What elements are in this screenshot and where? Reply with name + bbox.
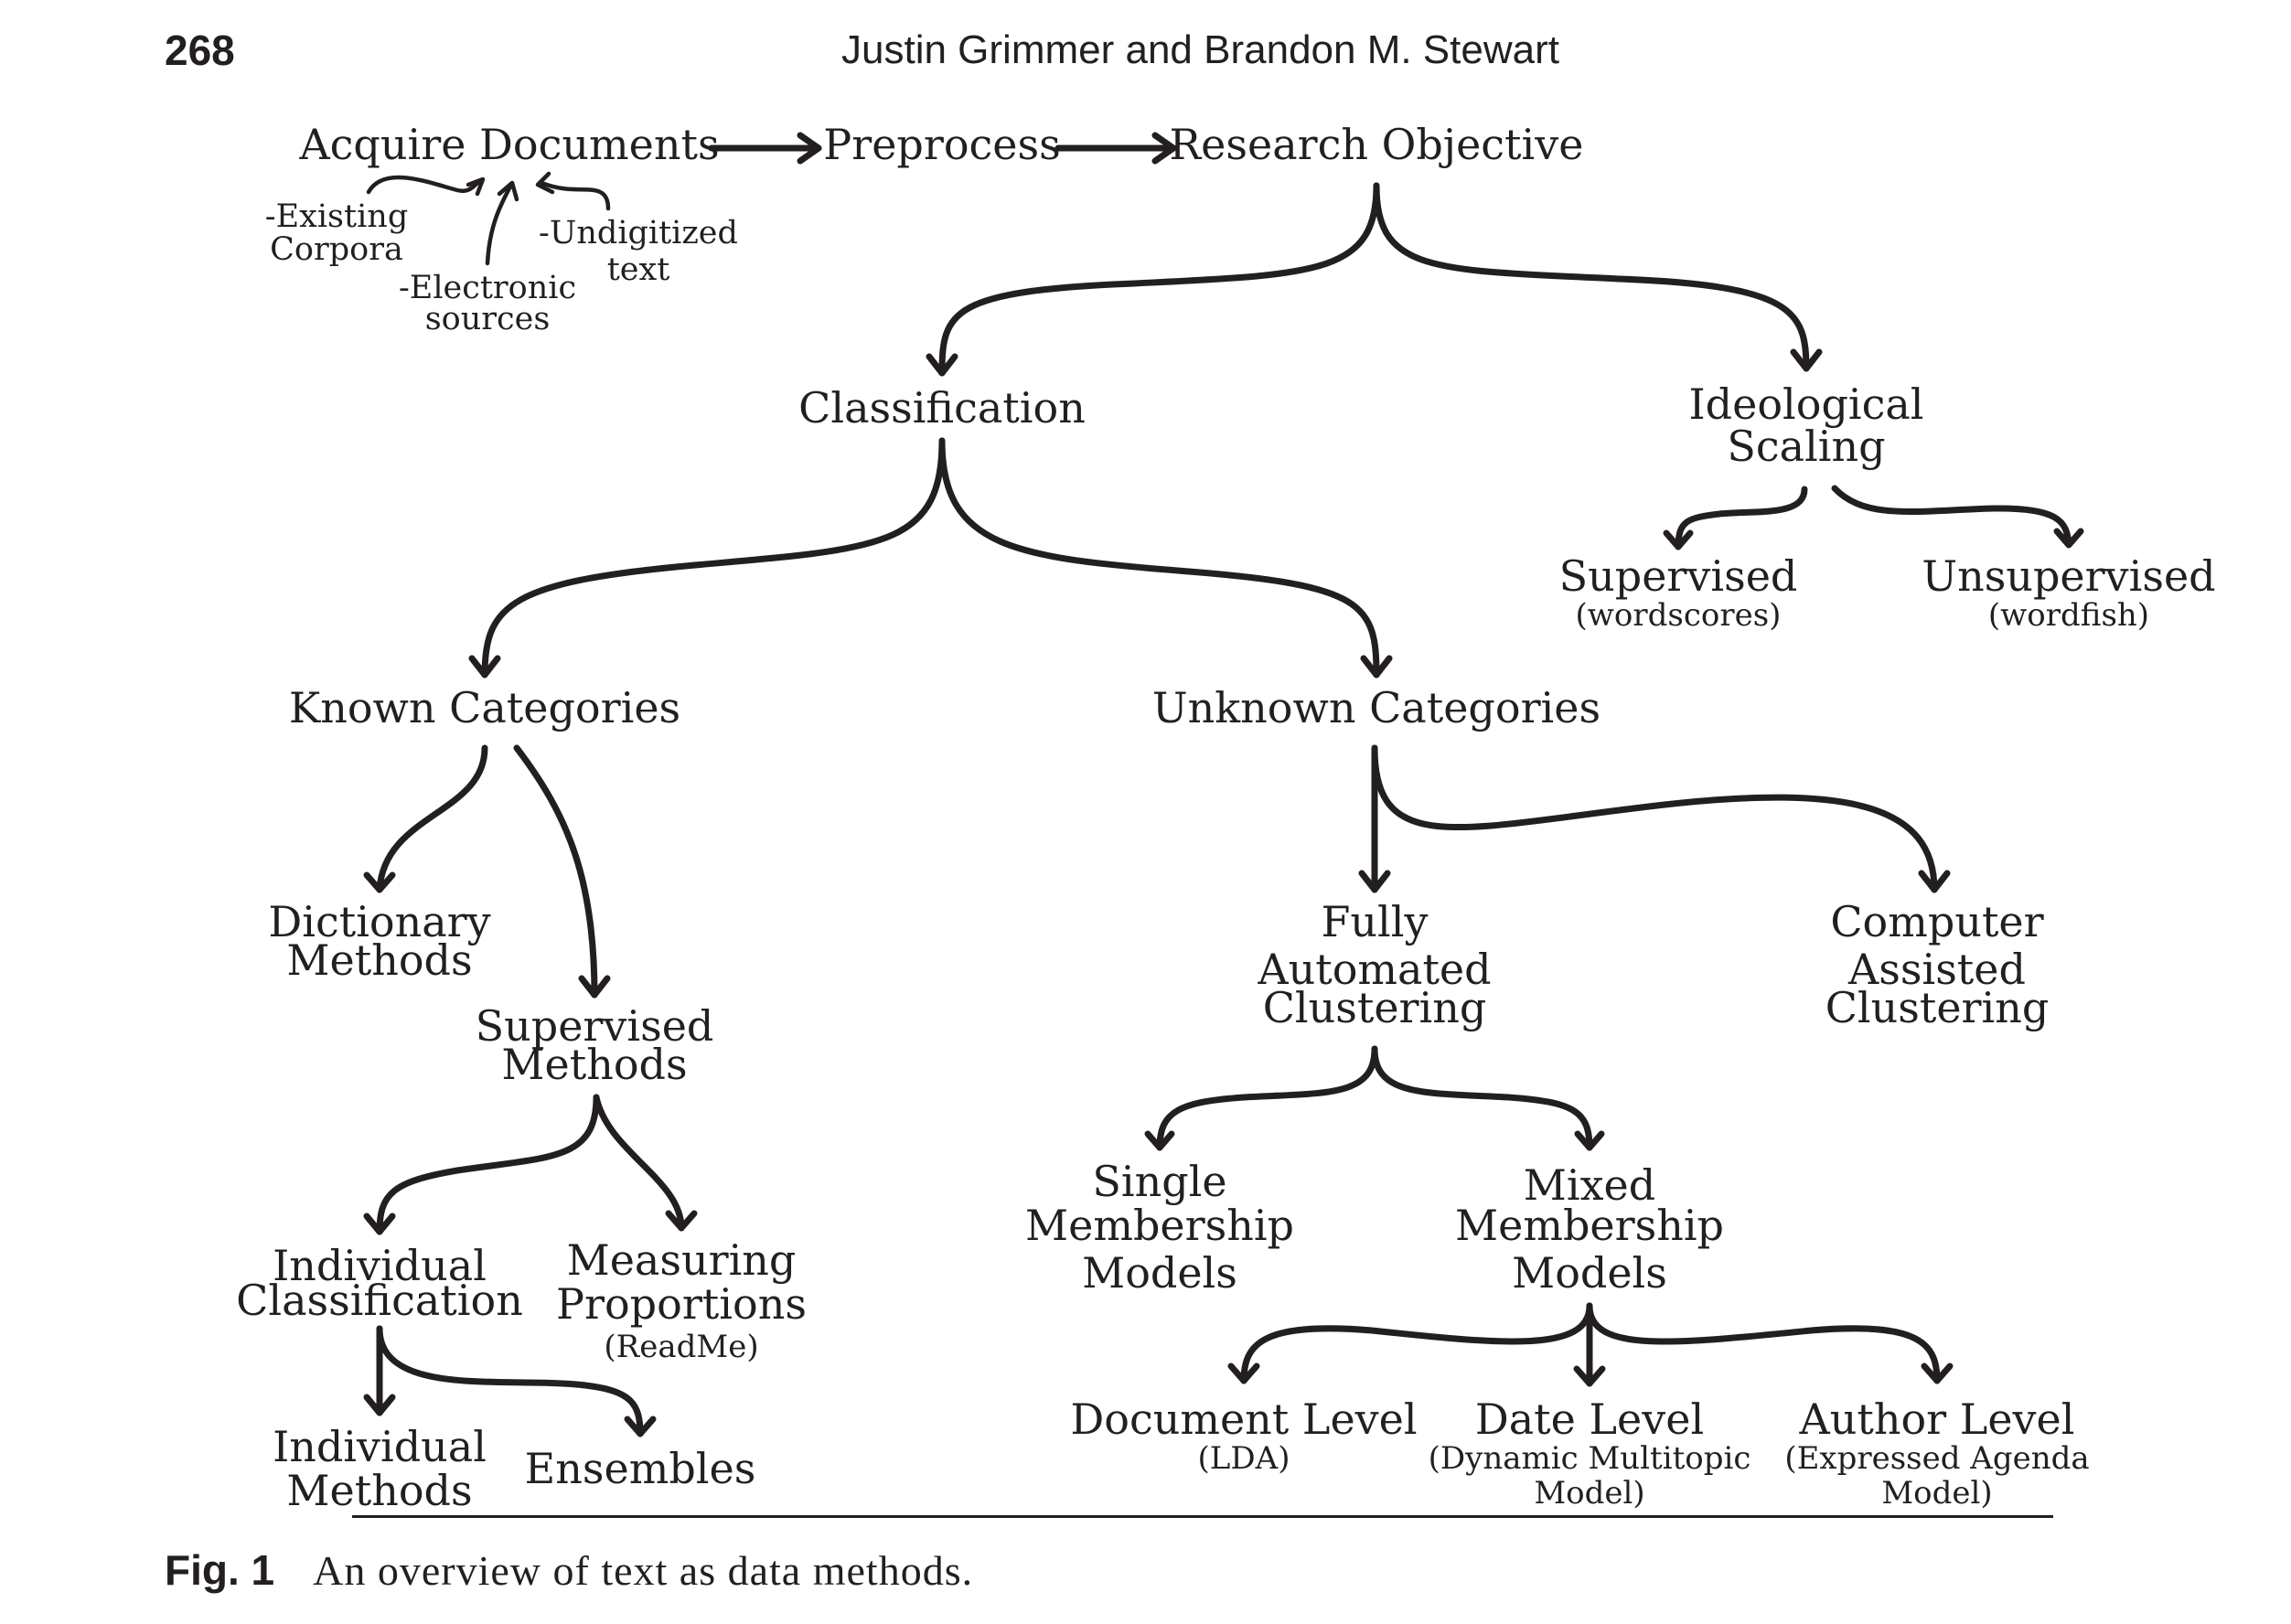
node-measuring-proportions-line1: Measuring: [567, 1235, 797, 1285]
edge-existing-corpora: [366, 175, 486, 197]
node-scaling-unsupervised: Unsupervised: [1922, 551, 2215, 601]
node-ideological-scaling-line2: Scaling: [1727, 422, 1885, 471]
node-research-objective: Research Objective: [1170, 120, 1584, 169]
edge-electronic-sources: [485, 180, 519, 266]
node-computer-assisted-line2: Assisted: [1847, 945, 2026, 994]
node-scaling-unsupervised-sub: (wordfish): [1988, 597, 2149, 634]
node-existing-corpora-line1: -Existing: [265, 198, 408, 235]
node-supervised-methods-line2: Methods: [501, 1040, 687, 1089]
node-document-level-sub: (LDA): [1198, 1440, 1290, 1477]
node-document-level: Document Level: [1070, 1394, 1417, 1444]
edge-undigitized-text: [535, 171, 611, 211]
node-preprocess: Preprocess: [823, 120, 1061, 169]
edge-mixed-author: [1586, 1302, 1954, 1384]
node-fully-automated-line1: Fully: [1322, 897, 1429, 946]
node-scaling-supervised: Supervised: [1559, 551, 1798, 601]
edge-preprocess-research: [1055, 132, 1177, 165]
node-mixed-membership-line3: Models: [1512, 1248, 1667, 1298]
node-single-membership-line3: Models: [1082, 1248, 1237, 1298]
node-mixed-membership-line1: Mixed: [1524, 1160, 1655, 1210]
edge-individual-ensembles: [376, 1325, 657, 1437]
caption-label: Fig. 1: [165, 1546, 275, 1594]
edge-fully-single: [1144, 1045, 1378, 1151]
node-electronic-sources-line1: -Electronic: [399, 270, 576, 306]
node-author-level-sub-line2: Model): [1881, 1475, 1992, 1512]
node-computer-assisted-line3: Clustering: [1825, 983, 2050, 1032]
edge-acquire-preprocess: [708, 132, 822, 165]
node-date-level: Date Level: [1475, 1394, 1704, 1444]
node-dictionary-methods-line1: Dictionary: [268, 897, 490, 946]
node-scaling-supervised-sub: (wordscores): [1576, 597, 1782, 634]
edge-known-dictionary: [363, 744, 488, 893]
edge-supervised-individual: [363, 1094, 600, 1235]
node-computer-assisted-line1: Computer: [1830, 897, 2043, 946]
figure-caption: Fig. 1 An overview of text as data method…: [165, 1545, 973, 1595]
node-author-level: Author Level: [1799, 1394, 2075, 1444]
node-individual-classification-line1: Individual: [273, 1241, 487, 1290]
node-dictionary-methods-line2: Methods: [286, 935, 472, 985]
edge-research-classification: [926, 182, 1380, 377]
node-ideological-scaling-line1: Ideological: [1689, 379, 1924, 429]
node-measuring-proportions-line2: Proportions: [556, 1279, 807, 1329]
node-individual-methods-line1: Individual: [273, 1422, 487, 1471]
edge-ideological-unsupervised: [1831, 485, 2084, 549]
node-supervised-methods-line1: Supervised: [476, 1001, 714, 1051]
node-date-level-sub-line2: Model): [1534, 1475, 1644, 1512]
edge-mixed-document: [1227, 1302, 1593, 1384]
node-date-level-sub-line1: (Dynamic Multitopic: [1429, 1440, 1751, 1477]
page-number: 268: [165, 27, 235, 74]
edge-unknown-computer: [1371, 744, 1951, 893]
node-single-membership-line1: Single: [1092, 1157, 1226, 1206]
node-mixed-membership-line2: Membership: [1455, 1201, 1724, 1250]
node-unknown-categories: Unknown Categories: [1152, 683, 1600, 732]
running-head: Justin Grimmer and Brandon M. Stewart: [841, 27, 1559, 72]
node-measuring-proportions-sub: (ReadMe): [604, 1329, 758, 1365]
edge-known-supervised: [513, 744, 611, 999]
node-known-categories: Known Categories: [289, 683, 680, 732]
edge-fully-mixed: [1371, 1045, 1605, 1151]
node-ensembles: Ensembles: [525, 1444, 756, 1493]
node-acquire-documents: Acquire Documents: [298, 120, 719, 169]
figure-rule: [352, 1515, 2053, 1518]
node-fully-automated-line2: Automated: [1257, 945, 1491, 994]
node-fully-automated-line3: Clustering: [1263, 983, 1487, 1032]
node-existing-corpora-line2: Corpora: [270, 231, 403, 268]
edge-ideological-supervised: [1663, 486, 1808, 550]
node-undigitized-text-line2: text: [607, 251, 670, 288]
node-individual-methods-line2: Methods: [286, 1466, 472, 1515]
node-classification: Classification: [798, 383, 1086, 433]
node-single-membership-line2: Membership: [1025, 1201, 1294, 1250]
edge-classification-unknown: [938, 437, 1393, 678]
node-undigitized-text-line1: -Undigitized: [539, 215, 738, 251]
edge-research-ideological: [1373, 182, 1823, 372]
edge-supervised-measuring: [593, 1094, 698, 1232]
node-electronic-sources-line2: sources: [425, 301, 551, 337]
node-individual-classification-line2: Classification: [236, 1276, 523, 1325]
caption-text: An overview of text as data methods.: [313, 1547, 974, 1594]
node-author-level-sub-line1: (Expressed Agenda: [1784, 1440, 2089, 1477]
edge-classification-known: [468, 437, 946, 678]
